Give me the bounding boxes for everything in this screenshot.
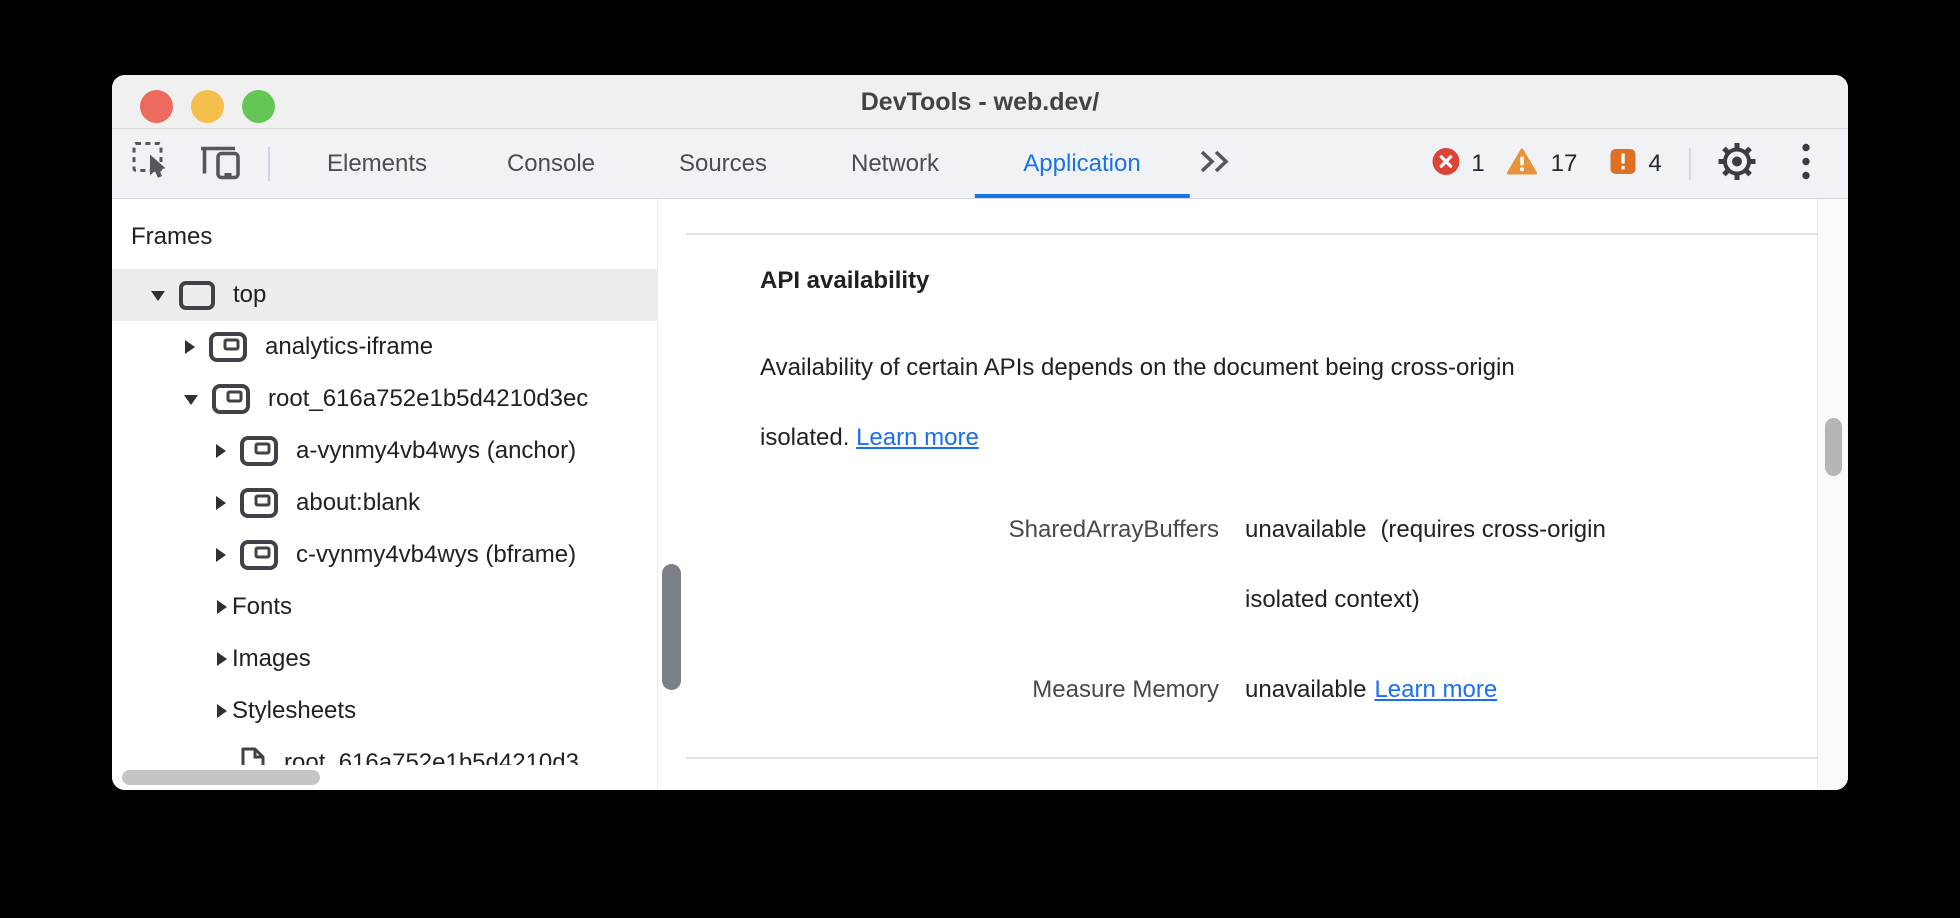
tab-elements[interactable]: Elements (326, 150, 428, 177)
tree-item-fonts[interactable]: Fonts (112, 581, 657, 633)
tree-item-label: analytics-iframe (265, 333, 434, 360)
application-panel-content: API availability Availability of certain… (686, 199, 1848, 790)
tree-item-images[interactable]: Images (112, 633, 657, 685)
sidebar-horizontal-scrollbar[interactable] (122, 770, 320, 785)
title-bar: DevTools - web.dev/ (112, 75, 1848, 129)
report-field-value: unavailable Learn more (1245, 655, 1725, 725)
more-tabs-chevron-icon[interactable] (1197, 148, 1233, 179)
triangle-right-icon[interactable] (215, 703, 228, 719)
window-title: DevTools - web.dev/ (860, 88, 1100, 116)
frames-tree: top analytics-iframe root_616a752e1b5d (112, 199, 657, 765)
tab-console[interactable]: Console (506, 150, 596, 177)
availability-note-line2: isolated context) (1245, 586, 1420, 613)
availability-note-line1: (requires cross-origin (1380, 516, 1606, 543)
active-tab-underline (974, 194, 1190, 198)
report-field-value: unavailable (requires cross-origin isolat… (1245, 495, 1725, 635)
issues-count[interactable]: 4 (1648, 150, 1662, 177)
section-bottom-border (686, 757, 1817, 759)
iframe-icon (240, 488, 278, 518)
devtools-window: DevTools - web.dev/ Elements Console Sou… (112, 75, 1848, 790)
sidebar-scrollbar-track (657, 199, 686, 790)
devtools-toolbar: Elements Console Sources Network Applica… (112, 129, 1848, 199)
section-top-border (686, 233, 1817, 235)
tree-item-analytics-iframe[interactable]: analytics-iframe (112, 321, 657, 373)
tree-item-label: a-vynmy4vb4wys (anchor) (296, 437, 577, 464)
learn-more-link[interactable]: Learn more (856, 424, 979, 451)
triangle-down-icon[interactable] (150, 289, 166, 302)
report-field-name: SharedArrayBuffers (1008, 516, 1219, 543)
error-count[interactable]: 1 (1471, 150, 1485, 177)
tab-application-label: Application (1023, 150, 1141, 177)
triangle-down-icon[interactable] (183, 393, 199, 406)
section-title: API availability (760, 267, 930, 294)
triangle-right-icon[interactable] (214, 443, 227, 459)
more-options-icon[interactable] (1801, 141, 1811, 186)
tree-item-stylesheets[interactable]: Stylesheets (112, 685, 657, 737)
tree-item-root-frame[interactable]: root_616a752e1b5d4210d3ec (112, 373, 657, 425)
issues-count-icon[interactable] (1610, 148, 1636, 179)
tree-item-label: root_616a752e1b5d4210d3 (284, 749, 579, 765)
tree-item-label: c-vynmy4vb4wys (bframe) (296, 541, 577, 568)
tree-item-anchor-frame[interactable]: a-vynmy4vb4wys (anchor) (112, 425, 657, 477)
tab-sources[interactable]: Sources (678, 150, 768, 177)
triangle-right-icon[interactable] (214, 547, 227, 563)
availability-status: unavailable (1245, 516, 1367, 543)
settings-gear-icon[interactable] (1717, 141, 1757, 186)
description-line2: isolated. (760, 424, 850, 451)
tree-item-top[interactable]: top (112, 269, 657, 321)
frames-panel: Frames top analytics-iframe (112, 199, 687, 790)
tree-item-label: about:blank (296, 489, 421, 516)
tree-item-label: root_616a752e1b5d4210d3ec (268, 385, 589, 412)
sidebar-vertical-scrollbar[interactable] (662, 564, 681, 690)
warning-count-icon[interactable] (1507, 148, 1538, 180)
triangle-right-icon[interactable] (214, 495, 227, 511)
minimize-window-button[interactable] (191, 90, 224, 123)
iframe-icon (212, 384, 250, 414)
document-icon (240, 747, 266, 765)
tree-item-label: Fonts (232, 593, 293, 620)
error-count-icon[interactable] (1432, 147, 1460, 180)
tab-application[interactable]: Application (974, 129, 1190, 198)
report-field-name: Measure Memory (1032, 676, 1219, 703)
toggle-device-toolbar-icon[interactable] (198, 142, 242, 185)
warning-count[interactable]: 17 (1550, 150, 1578, 177)
iframe-icon (240, 540, 278, 570)
description-line1: Availability of certain APIs depends on … (760, 354, 1515, 381)
availability-status: unavailable (1245, 676, 1367, 703)
toolbar-divider (268, 147, 270, 181)
frame-icon (179, 280, 215, 310)
main-vertical-scrollbar[interactable] (1825, 418, 1842, 476)
main-scrollbar-track (1817, 199, 1848, 790)
tree-item-about-blank[interactable]: about:blank (112, 477, 657, 529)
tree-item-label: top (233, 281, 267, 308)
iframe-icon (209, 332, 247, 362)
triangle-right-icon[interactable] (215, 599, 228, 615)
tree-item-label: Images (232, 645, 311, 672)
triangle-right-icon[interactable] (183, 339, 196, 355)
section-description: Availability of certain APIs depends on … (760, 333, 1740, 473)
toolbar-divider (1689, 148, 1691, 180)
close-window-button[interactable] (140, 90, 173, 123)
tree-item-label: Stylesheets (232, 697, 357, 724)
frames-panel-title: Frames (131, 223, 213, 250)
tree-item-root-document[interactable]: root_616a752e1b5d4210d3 (112, 737, 657, 765)
triangle-right-icon[interactable] (215, 651, 228, 667)
learn-more-link[interactable]: Learn more (1374, 676, 1498, 703)
tree-item-bframe[interactable]: c-vynmy4vb4wys (bframe) (112, 529, 657, 581)
tab-network[interactable]: Network (850, 150, 940, 177)
inspect-element-icon[interactable] (132, 141, 172, 186)
zoom-window-button[interactable] (242, 90, 275, 123)
iframe-icon (240, 436, 278, 466)
